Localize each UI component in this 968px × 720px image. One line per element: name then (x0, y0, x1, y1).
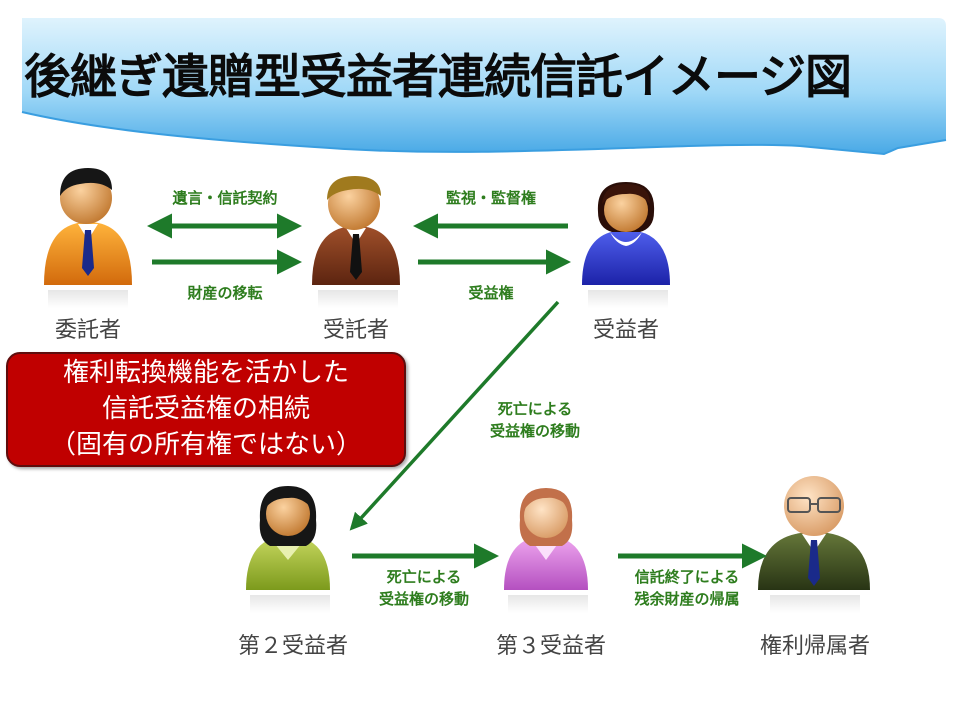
role-third-beneficiary: 第３受益者 (495, 634, 606, 659)
arrow-death-transfer-1 (349, 300, 560, 531)
label-death-transfer-2: 死亡による 受益権の移動 (378, 568, 469, 608)
callout-line-2: 信託受益権の相続 (101, 394, 310, 424)
title-banner (21, 18, 947, 156)
settlor-figure (44, 168, 132, 308)
callout-line-1: 権利転換機能を活かした (62, 358, 349, 388)
page-title: 後継ぎ遺贈型受益者連続信託イメージ図 (24, 50, 852, 105)
role-beneficiary: 受益者 (592, 318, 659, 343)
label-trust-end: 信託終了による 残余財産の帰属 (634, 568, 740, 608)
label-beneficial-right: 受益権 (468, 284, 514, 302)
glasses-icon (787, 497, 841, 513)
role-settlor: 委託者 (54, 318, 121, 343)
callout-line-3: （固有の所有権ではない） (49, 430, 362, 460)
role-second-beneficiary: 第２受益者 (237, 634, 348, 659)
role-trustee: 受託者 (322, 318, 389, 343)
residual-owner-figure (758, 476, 870, 613)
role-residual-owner: 権利帰属者 (759, 634, 870, 659)
second-beneficiary-figure (246, 486, 330, 613)
trustee-figure (312, 176, 400, 308)
third-beneficiary-figure (504, 488, 588, 613)
label-supervision: 監視・監督権 (445, 189, 536, 207)
label-property-transfer: 財産の移転 (187, 284, 263, 302)
callout-box: 権利転換機能を活かした 信託受益権の相続 （固有の所有権ではない） (6, 352, 406, 467)
label-death-transfer-1: 死亡による 受益権の移動 (489, 400, 580, 440)
beneficiary-figure (582, 182, 670, 308)
label-will-trust-contract: 遺言・信託契約 (172, 189, 278, 207)
